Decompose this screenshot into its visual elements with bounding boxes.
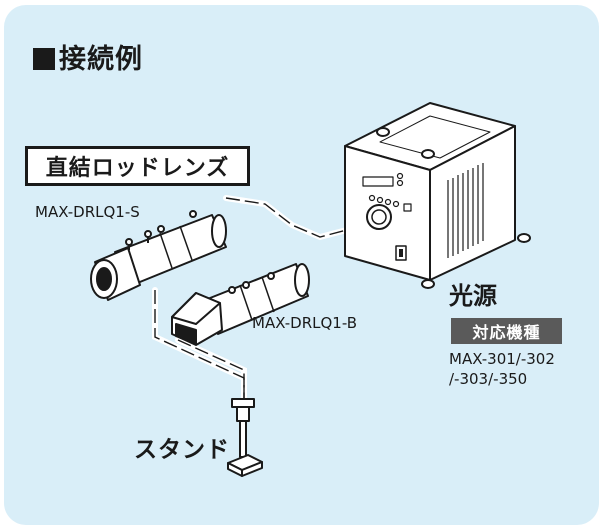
compatible-models-line1: MAX-301/-302 <box>449 350 555 368</box>
rod-lens-s <box>90 210 227 301</box>
rod-lens-b <box>171 263 310 346</box>
model-s-label: MAX-DRLQ1-S <box>35 203 140 221</box>
light-source-unit <box>344 102 531 289</box>
compatible-models-list: MAX-301/-302 /-303/-350 <box>449 349 555 389</box>
heading-text: 接続例 <box>59 44 143 75</box>
model-b-label: MAX-DRLQ1-B <box>252 314 357 332</box>
compatible-models-badge: 対応機種 <box>451 318 562 344</box>
fiber-cables-outline <box>154 197 363 398</box>
rod-lens-title: 直結ロッドレンズ <box>25 146 250 186</box>
compatible-models-line2: /-303/-350 <box>449 370 528 388</box>
light-source-label: 光源 <box>449 282 497 310</box>
section-heading: 接続例 <box>33 37 143 76</box>
stand <box>227 398 263 477</box>
square-bullet-icon <box>33 48 55 70</box>
stand-label: スタンド <box>134 437 230 463</box>
